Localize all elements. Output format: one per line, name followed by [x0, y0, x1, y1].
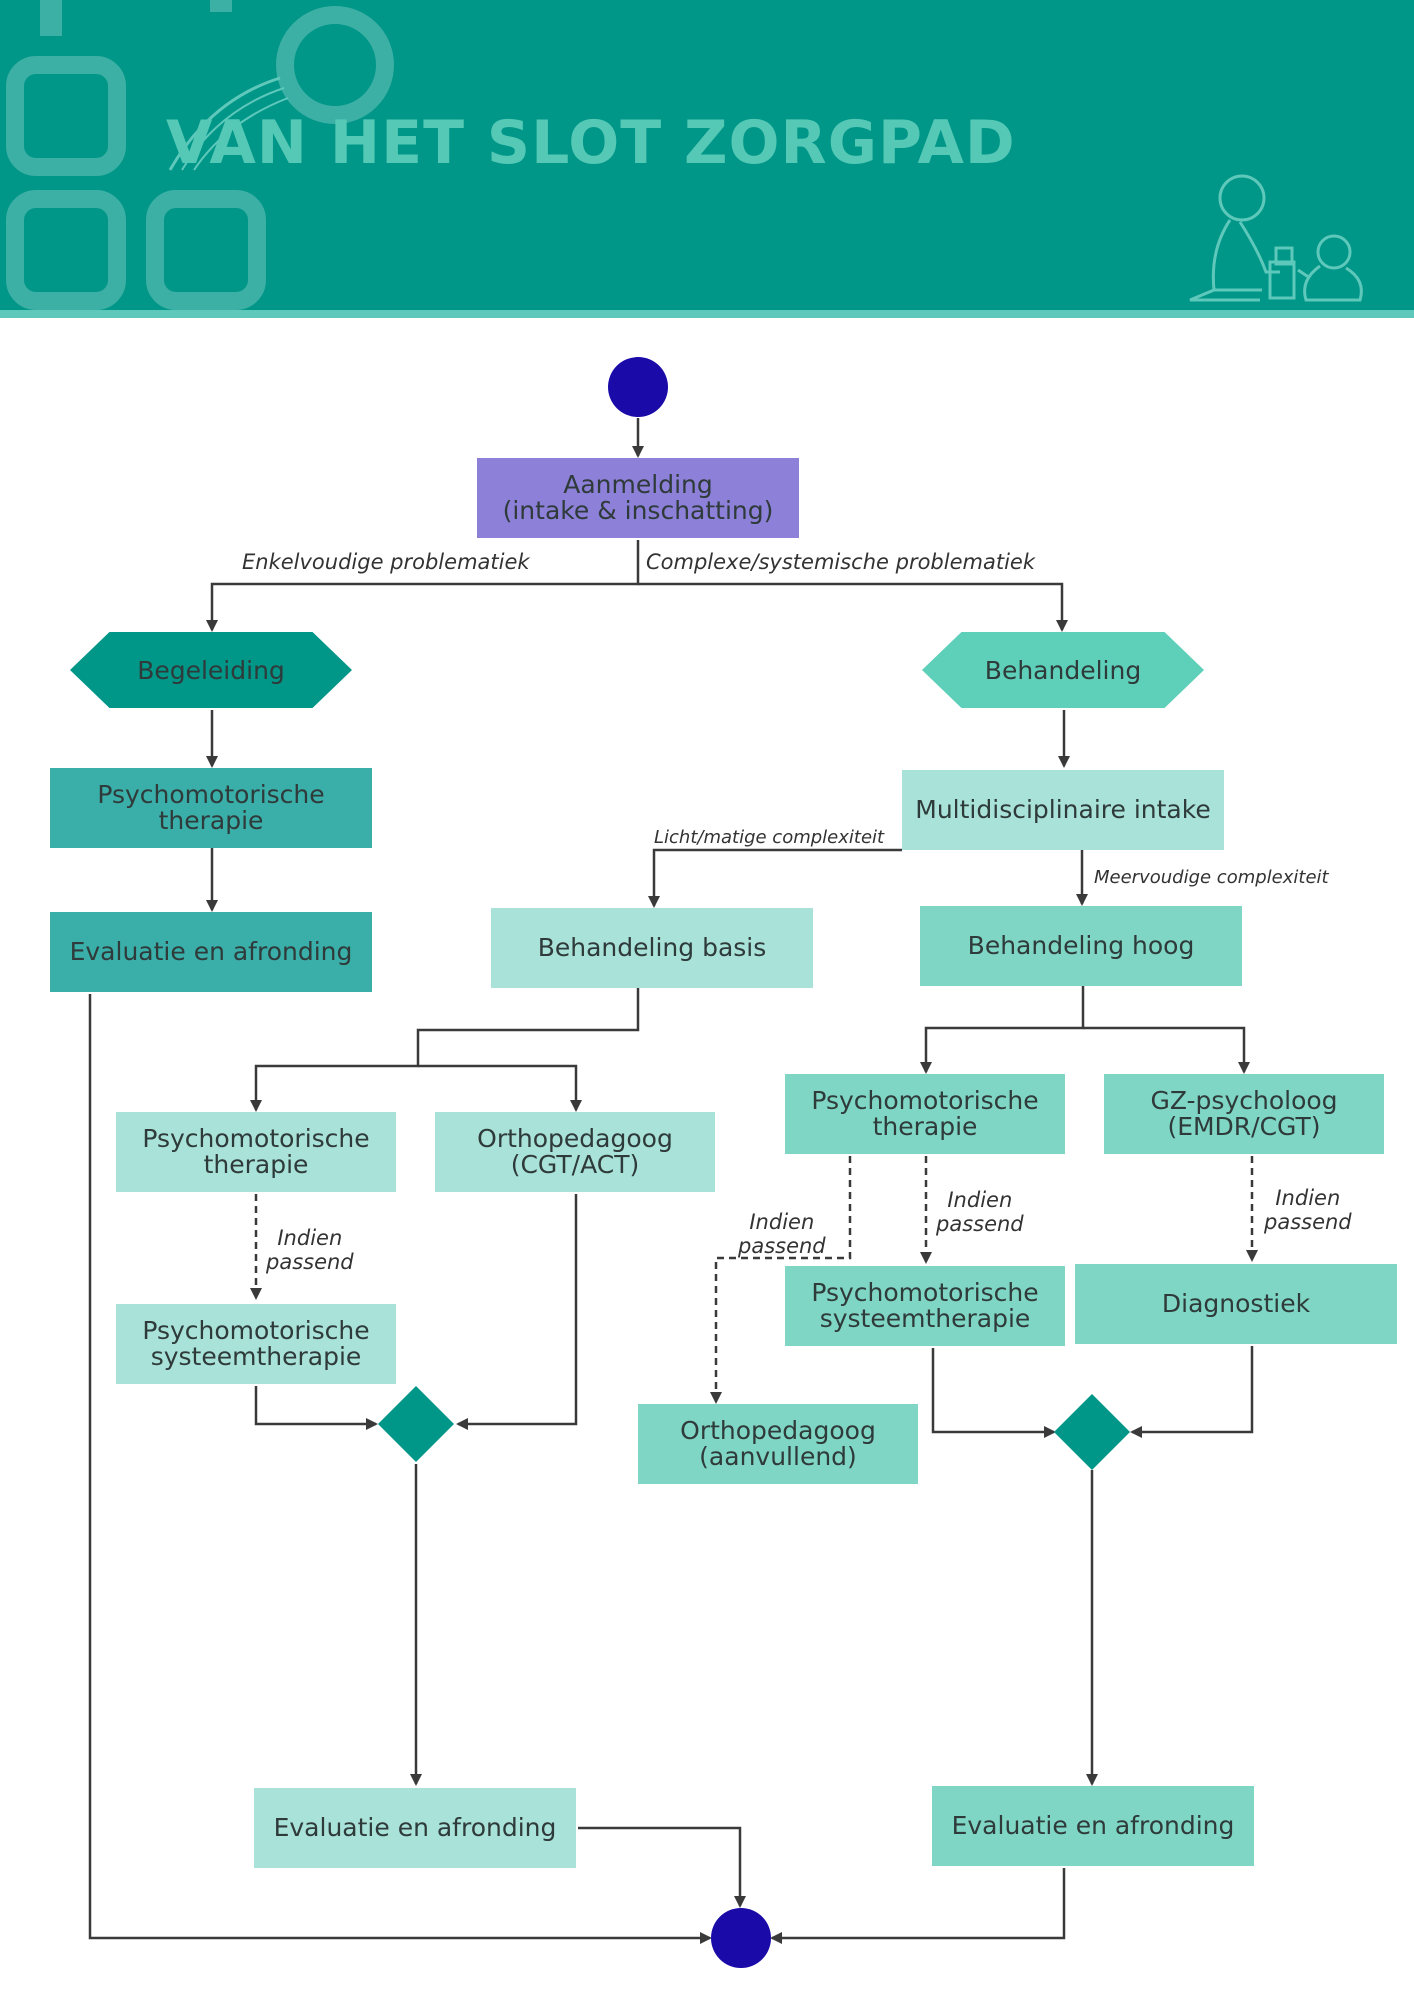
edge-label-complex: Complexe/systemische problematiek: [646, 550, 1035, 574]
node-hoog-orthopedagoog: Orthopedagoog (aanvullend): [638, 1404, 918, 1484]
node-hoog-gz-psycholoog: GZ-psycholoog (EMDR/CGT): [1104, 1074, 1384, 1154]
edge-hoog-diag-merge: [1130, 1346, 1254, 1438]
decorative-bar: [210, 0, 232, 12]
node-basis-pmst: Psychomotorische systeemtherapie: [116, 1304, 396, 1384]
edge-basis-ortho: [418, 1064, 582, 1112]
edge-hoog-eval-end: [770, 1868, 1066, 1944]
edge-label-hoog-indien-ortho: Indien passend: [738, 1210, 826, 1258]
edge-basis-split: [250, 988, 640, 1112]
edge-label-basis-indien: Indien passend: [266, 1226, 354, 1274]
edge-label-meervoudig: Meervoudige complexiteit: [1094, 867, 1329, 888]
edge-basis-ortho-merge: [456, 1194, 578, 1430]
edge-label-enkelvoudig: Enkelvoudige problematiek: [242, 550, 530, 574]
decorative-bar: [40, 0, 62, 36]
node-hoog-diagnostiek: Diagnostiek: [1075, 1264, 1397, 1344]
node-behandeling-hoog: Behandeling hoog: [920, 906, 1242, 986]
node-hoog-evaluatie: Evaluatie en afronding: [932, 1786, 1254, 1866]
node-behandeling: Behandeling: [922, 632, 1204, 708]
swoosh-icon: [168, 76, 289, 171]
edge-evaluatie-end: [88, 994, 712, 1944]
edge-hoog-gz: [1083, 1026, 1250, 1074]
node-pmt-begeleiding: Psychomotorische therapie: [50, 768, 372, 848]
edge-hoog-pmt-ortho: [710, 1156, 852, 1404]
node-begeleiding: Begeleiding: [70, 632, 352, 708]
end-node: [711, 1908, 771, 1968]
edge-label-hoog-indien-diag: Indien passend: [1264, 1186, 1352, 1234]
decorative-square: [6, 56, 126, 176]
header-accent-band: [0, 310, 1414, 318]
node-evaluatie-begeleiding: Evaluatie en afronding: [50, 912, 372, 992]
node-hoog-pmt: Psychomotorische therapie: [785, 1074, 1065, 1154]
edge-label-licht: Licht/matige complexiteit: [654, 827, 885, 848]
edge-aanmelding-split: [206, 540, 640, 632]
decorative-square: [146, 190, 266, 310]
node-basis-pmt: Psychomotorische therapie: [116, 1112, 396, 1192]
edge-hoog-split: [920, 986, 1085, 1074]
decision-basis: [378, 1386, 454, 1462]
page-title: VAN HET SLOT ZORGPAD: [166, 108, 1016, 178]
edge-aanmelding-behandeling: [638, 582, 1068, 632]
edge-basis-pmst-merge: [254, 1386, 378, 1430]
header-banner: VAN HET SLOT ZORGPAD: [0, 0, 1414, 310]
decision-hoog: [1054, 1394, 1130, 1470]
node-basis-evaluatie: Evaluatie en afronding: [254, 1788, 576, 1868]
decorative-square: [6, 190, 126, 310]
edge-multi-basis: [648, 848, 902, 908]
edge-label-hoog-indien-pmst: Indien passend: [936, 1188, 1024, 1236]
edge-hoog-pmst-merge: [931, 1348, 1056, 1438]
parent-child-play-icon: [1189, 174, 1363, 302]
node-basis-orthopedagoog: Orthopedagoog (CGT/ACT): [435, 1112, 715, 1192]
node-hoog-pmst: Psychomotorische systeemtherapie: [785, 1266, 1065, 1346]
node-multidisciplinaire-intake: Multidisciplinaire intake: [902, 770, 1224, 850]
edge-basis-eval-end: [578, 1826, 746, 1908]
start-node: [608, 357, 668, 417]
node-aanmelding: Aanmelding (intake & inschatting): [477, 458, 799, 538]
node-behandeling-basis: Behandeling basis: [491, 908, 813, 988]
